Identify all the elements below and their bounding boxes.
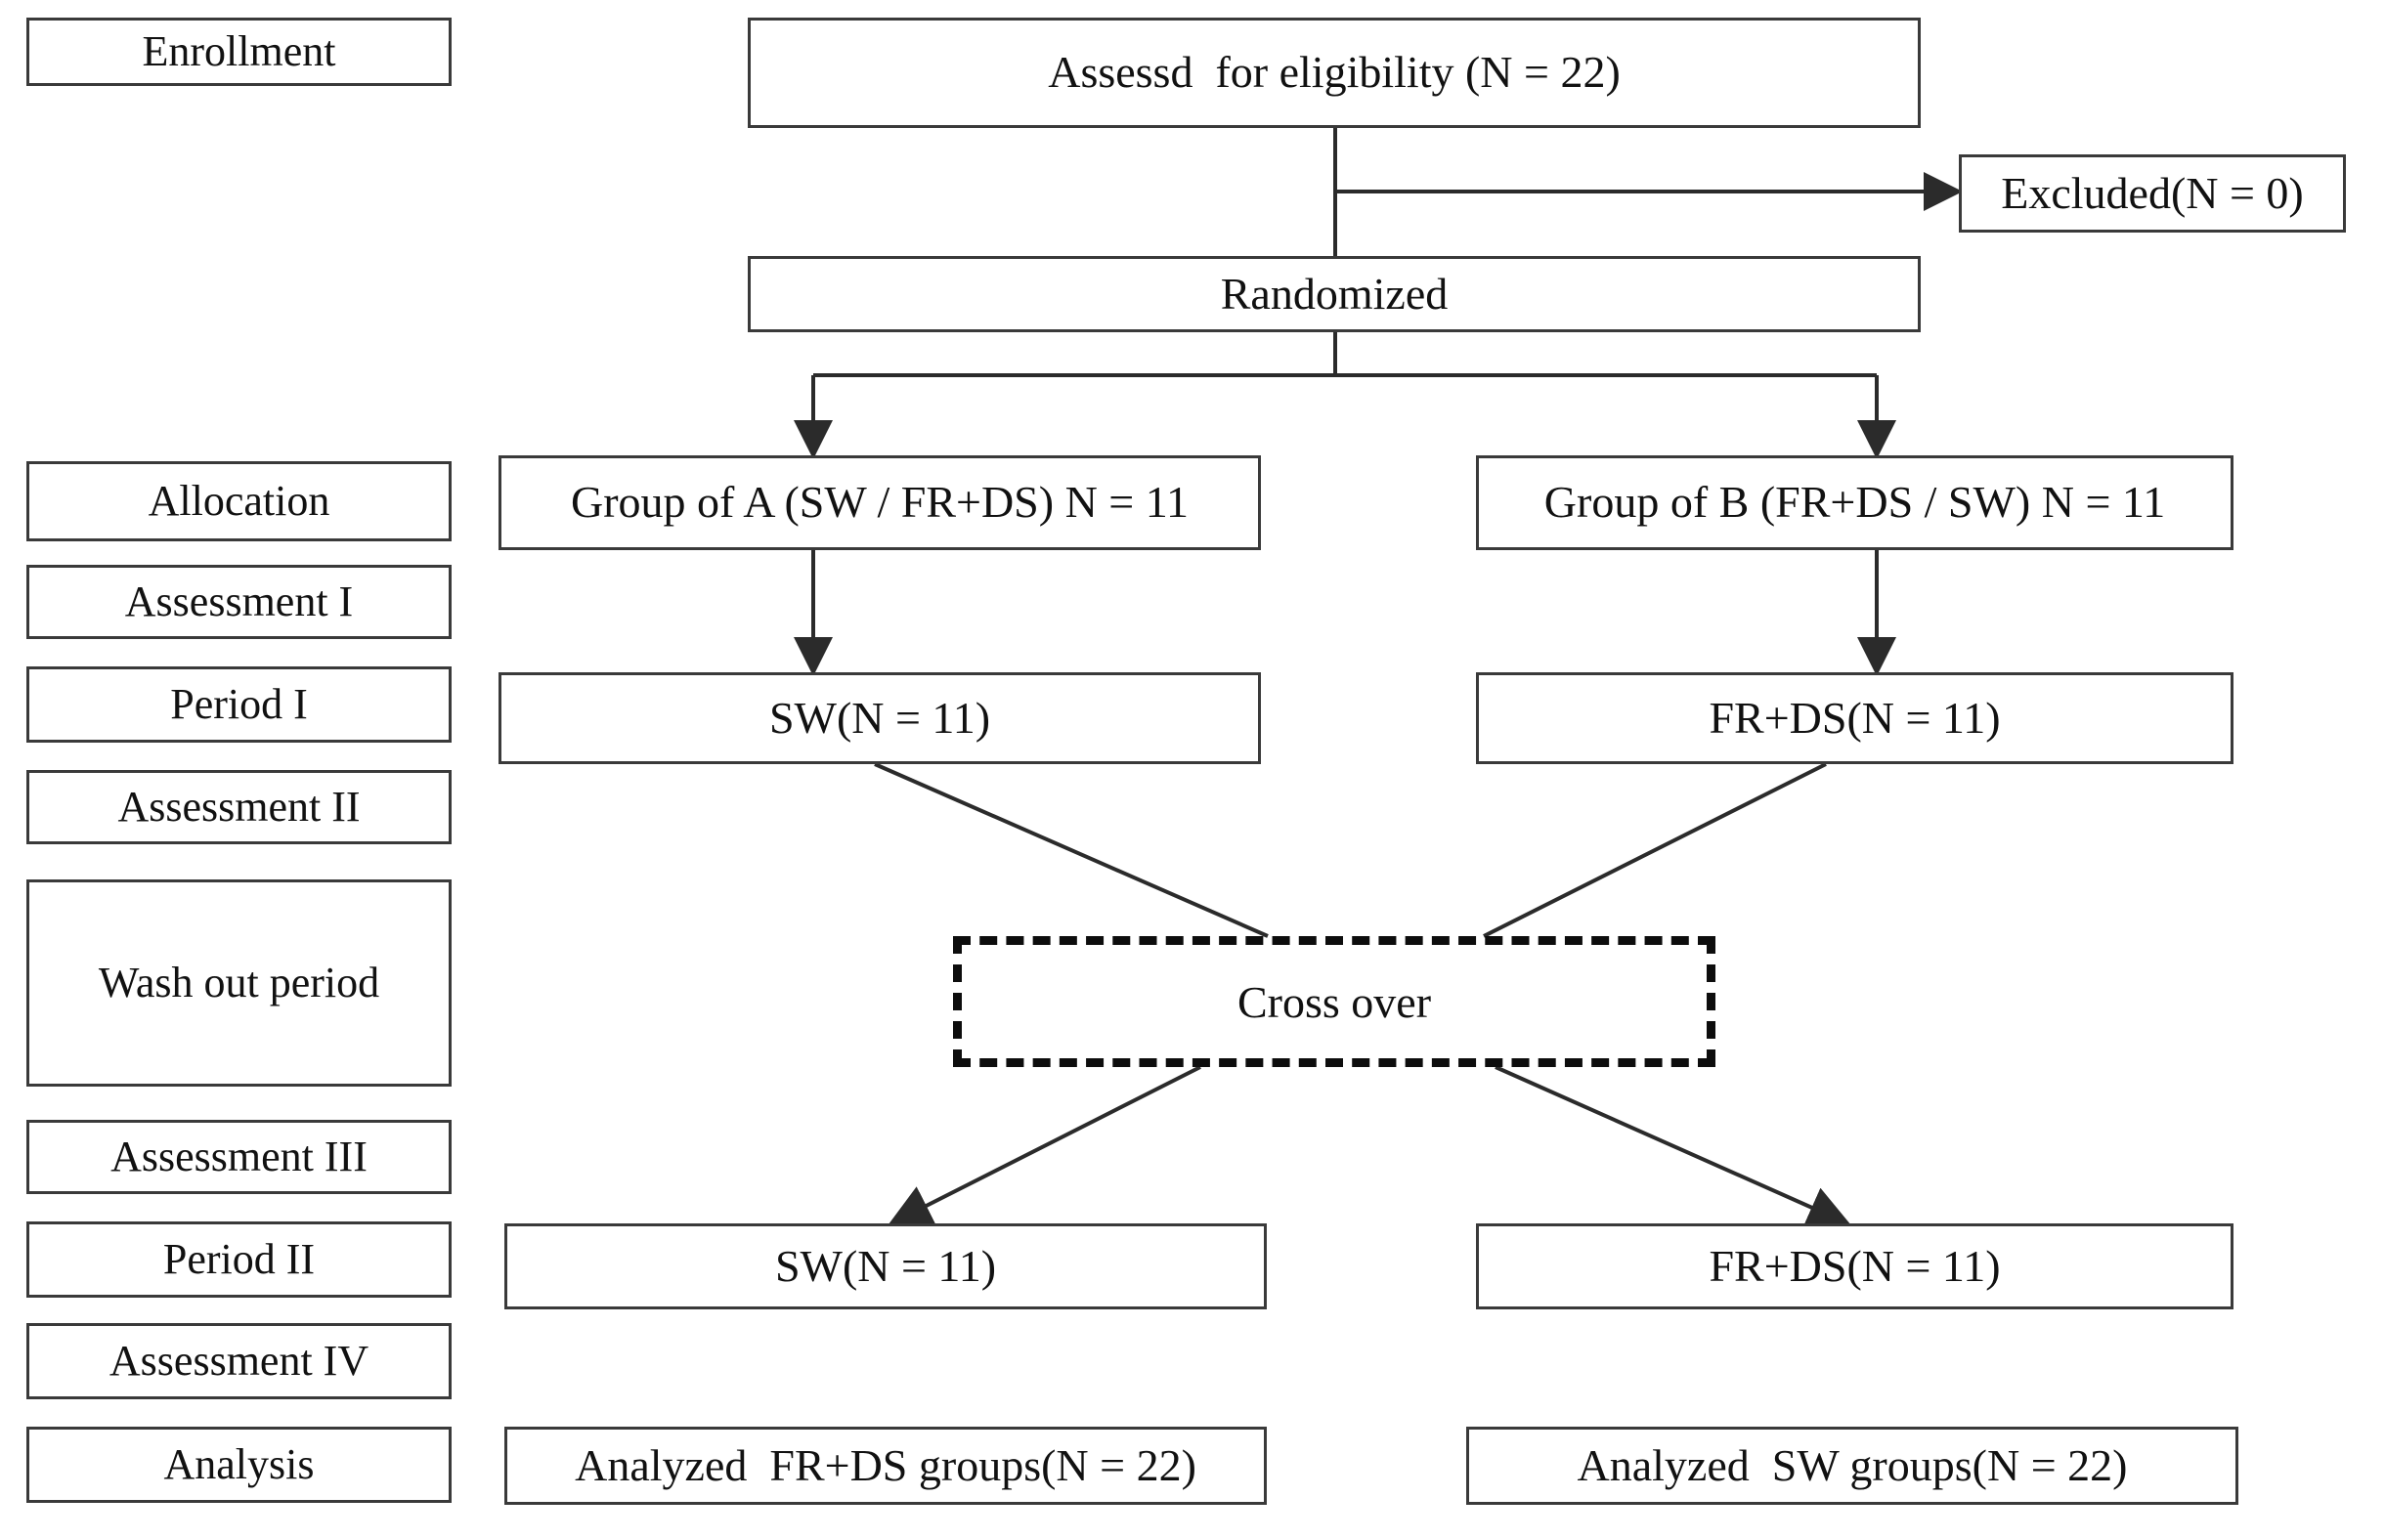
- line-period1-left-to-crossover: [874, 762, 1269, 938]
- node-text: Cross over: [1236, 976, 1432, 1027]
- node-text: FR+DS(N = 11): [1709, 1240, 2001, 1291]
- node-text: SW(N = 11): [768, 692, 991, 743]
- node-text: Excluded(N = 0): [2001, 167, 2304, 218]
- node-crossover: Cross over: [953, 936, 1715, 1067]
- node-period2-left: SW(N = 11): [504, 1223, 1267, 1309]
- stage-label-period-2: Period II: [26, 1221, 452, 1298]
- stage-label-period-1: Period I: [26, 666, 452, 743]
- stage-label-text: Assessment IV: [108, 1336, 369, 1385]
- node-text: Analyzed FR+DS groups(N = 22): [575, 1439, 1196, 1490]
- stage-label-text: Wash out period: [98, 958, 380, 1006]
- node-group-a: Group of A (SW / FR+DS) N = 11: [499, 455, 1261, 550]
- node-analysis-right: Analyzed SW groups(N = 22): [1466, 1427, 2238, 1505]
- node-text: SW(N = 11): [774, 1240, 997, 1291]
- line-period1-right-to-crossover: [1483, 762, 1827, 938]
- stage-label-enrollment: Enrollment: [26, 18, 452, 86]
- stage-label-text: Period I: [170, 679, 308, 728]
- stage-label-wash-out: Wash out period: [26, 879, 452, 1087]
- line-crossover-to-period2-left: [888, 1065, 1201, 1225]
- node-period1-right: FR+DS(N = 11): [1476, 672, 2233, 764]
- node-text: Assessd for eligibility (N = 22): [1048, 47, 1621, 98]
- node-excluded: Excluded(N = 0): [1959, 154, 2346, 233]
- stage-label-text: Assessment I: [124, 577, 354, 625]
- stage-label-text: Analysis: [163, 1439, 315, 1488]
- node-group-b: Group of B (FR+DS / SW) N = 11: [1476, 455, 2233, 550]
- node-text: Randomized: [1220, 268, 1449, 319]
- node-text: Group of B (FR+DS / SW) N = 11: [1543, 477, 2166, 528]
- stage-label-text: Enrollment: [142, 26, 336, 75]
- stage-label-assessment-2: Assessment II: [26, 770, 452, 844]
- node-analysis-left: Analyzed FR+DS groups(N = 22): [504, 1427, 1267, 1505]
- stage-label-assessment-3: Assessment III: [26, 1120, 452, 1194]
- stage-label-text: Allocation: [148, 476, 330, 525]
- stage-label-text: Period II: [162, 1234, 316, 1283]
- node-text: FR+DS(N = 11): [1709, 692, 2001, 743]
- node-text: Analyzed SW groups(N = 22): [1577, 1439, 2128, 1490]
- node-period1-left: SW(N = 11): [499, 672, 1261, 764]
- stage-label-analysis: Analysis: [26, 1427, 452, 1503]
- node-period2-right: FR+DS(N = 11): [1476, 1223, 2233, 1309]
- stage-label-assessment-1: Assessment I: [26, 565, 452, 639]
- stage-label-allocation: Allocation: [26, 461, 452, 541]
- stage-label-text: Assessment II: [117, 782, 361, 831]
- node-randomized: Randomized: [748, 256, 1921, 332]
- stage-label-assessment-4: Assessment IV: [26, 1323, 452, 1399]
- line-crossover-to-period2-right: [1495, 1065, 1851, 1227]
- node-text: Group of A (SW / FR+DS) N = 11: [570, 477, 1190, 528]
- node-assessed-for-eligibility: Assessd for eligibility (N = 22): [748, 18, 1921, 128]
- stage-label-text: Assessment III: [110, 1132, 368, 1180]
